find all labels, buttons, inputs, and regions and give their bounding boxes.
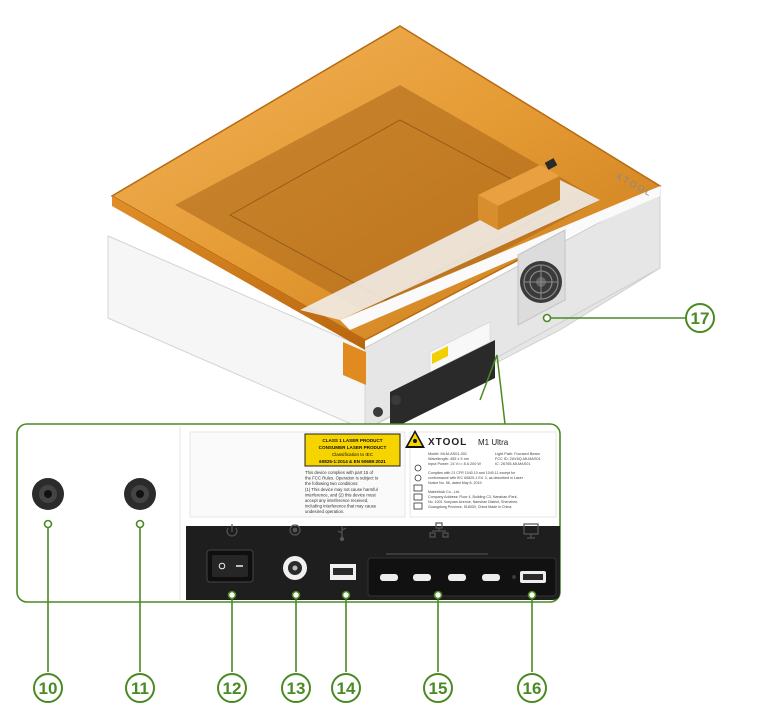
zoom-leader <box>479 354 506 425</box>
laser-class-warning-label <box>304 433 401 467</box>
fcc-notice-line: the following two conditions: <box>305 481 359 486</box>
hdmi-port <box>520 571 546 583</box>
callout-15: 15 <box>423 673 453 703</box>
usb-icon <box>337 526 347 542</box>
spec-compliance-2: conformance with IEC 60825-1 Ed. 3, as d… <box>428 476 524 480</box>
spec-ic: IC: 26765-MLMAS01 <box>495 462 530 466</box>
usb-c-ports <box>380 574 500 581</box>
laser-head <box>478 158 560 230</box>
callout-17: 17 <box>685 303 715 333</box>
fcc-notice-line: This device complies with part 15 of <box>305 470 374 475</box>
spec-light-path: Light Path: Focused Beam <box>495 452 540 456</box>
air-outlet-fitting <box>124 478 156 510</box>
callout-15-label: 15 <box>429 679 448 698</box>
network-icon <box>429 522 449 538</box>
laser-machine: XTOOL <box>107 25 662 431</box>
spec-compliance-3: Notice No. 56, dated May 8, 2019. <box>428 481 483 485</box>
callout-16: 16 <box>517 673 547 703</box>
power-switch <box>206 549 254 583</box>
fcc-notice: This device complies with part 15 ofthe … <box>305 470 379 514</box>
spec-address-1: Company Address: Floor 4, Building C3, N… <box>428 495 518 499</box>
dc-jack <box>283 556 307 580</box>
callout-13: 13 <box>281 673 311 703</box>
fcc-notice-line: accept any interference received, <box>305 498 368 503</box>
leader-lines <box>47 317 686 672</box>
callout-12-label: 12 <box>223 679 242 698</box>
callout-11: 11 <box>125 673 155 703</box>
spec-company: Makeblock Co., Ltd. <box>428 490 460 494</box>
spec-address-2: No. 1001 Xueyuan Avenue, Nanshan Distric… <box>428 500 518 504</box>
warning-line-1: CLASS 1 LASER PRODUCT <box>322 438 382 443</box>
callout-12: 12 <box>217 673 247 703</box>
power-switch-icon <box>226 524 238 537</box>
spec-model: Model: MLM-AS01-001 <box>428 452 467 456</box>
callout-14: 14 <box>331 673 361 703</box>
warning-line-4: 60825-1:2014 & EN 50689:2021 <box>319 459 386 464</box>
laser-warning-icon <box>405 430 425 448</box>
spec-fcc-id: FCC ID: 2AY8Q-MLMAS01 <box>495 457 541 461</box>
certification-marks <box>413 464 423 510</box>
spec-wavelength: Wavelength: 455 ± 5 nm <box>428 457 469 461</box>
callout-13-label: 13 <box>287 679 306 698</box>
callout-11-label: 11 <box>131 679 149 698</box>
warning-line-3: Classification to IEC <box>332 452 374 457</box>
fan-vent <box>517 229 566 326</box>
spec-model-name: M1 Ultra <box>478 438 509 447</box>
spec-power: Input Power: 24 V== 8 A 200 W <box>428 462 481 466</box>
spec-brand: XTOOL <box>428 437 467 448</box>
callout-10-label: 10 <box>39 679 58 698</box>
warning-line-2: CONSUMER LASER PRODUCT <box>319 445 387 450</box>
fcc-notice-line: undesired operation. <box>305 509 344 514</box>
fcc-notice-line: interference, and (2) this device must <box>305 492 376 497</box>
fcc-notice-line: (1) This device may not cause harmful <box>305 487 378 492</box>
spec-compliance-1: Complies with 21 CFR 1040.10 and 1040.11… <box>428 471 516 475</box>
callout-17-label: 17 <box>691 309 710 328</box>
fcc-notice-line: the FCC Rules. Operation is subject to <box>305 476 379 481</box>
usb-a-port <box>330 564 356 580</box>
fcc-notice-line: including interference that may cause <box>305 504 377 509</box>
callout-14-label: 14 <box>337 679 356 698</box>
spec-address-3: Guangdong Province, 518000, China Made i… <box>428 505 511 509</box>
monitor-icon <box>523 523 539 539</box>
dc-power-icon <box>289 524 301 536</box>
callout-16-label: 16 <box>523 679 542 698</box>
air-inlet-fitting <box>32 478 64 510</box>
callout-10: 10 <box>33 673 63 703</box>
